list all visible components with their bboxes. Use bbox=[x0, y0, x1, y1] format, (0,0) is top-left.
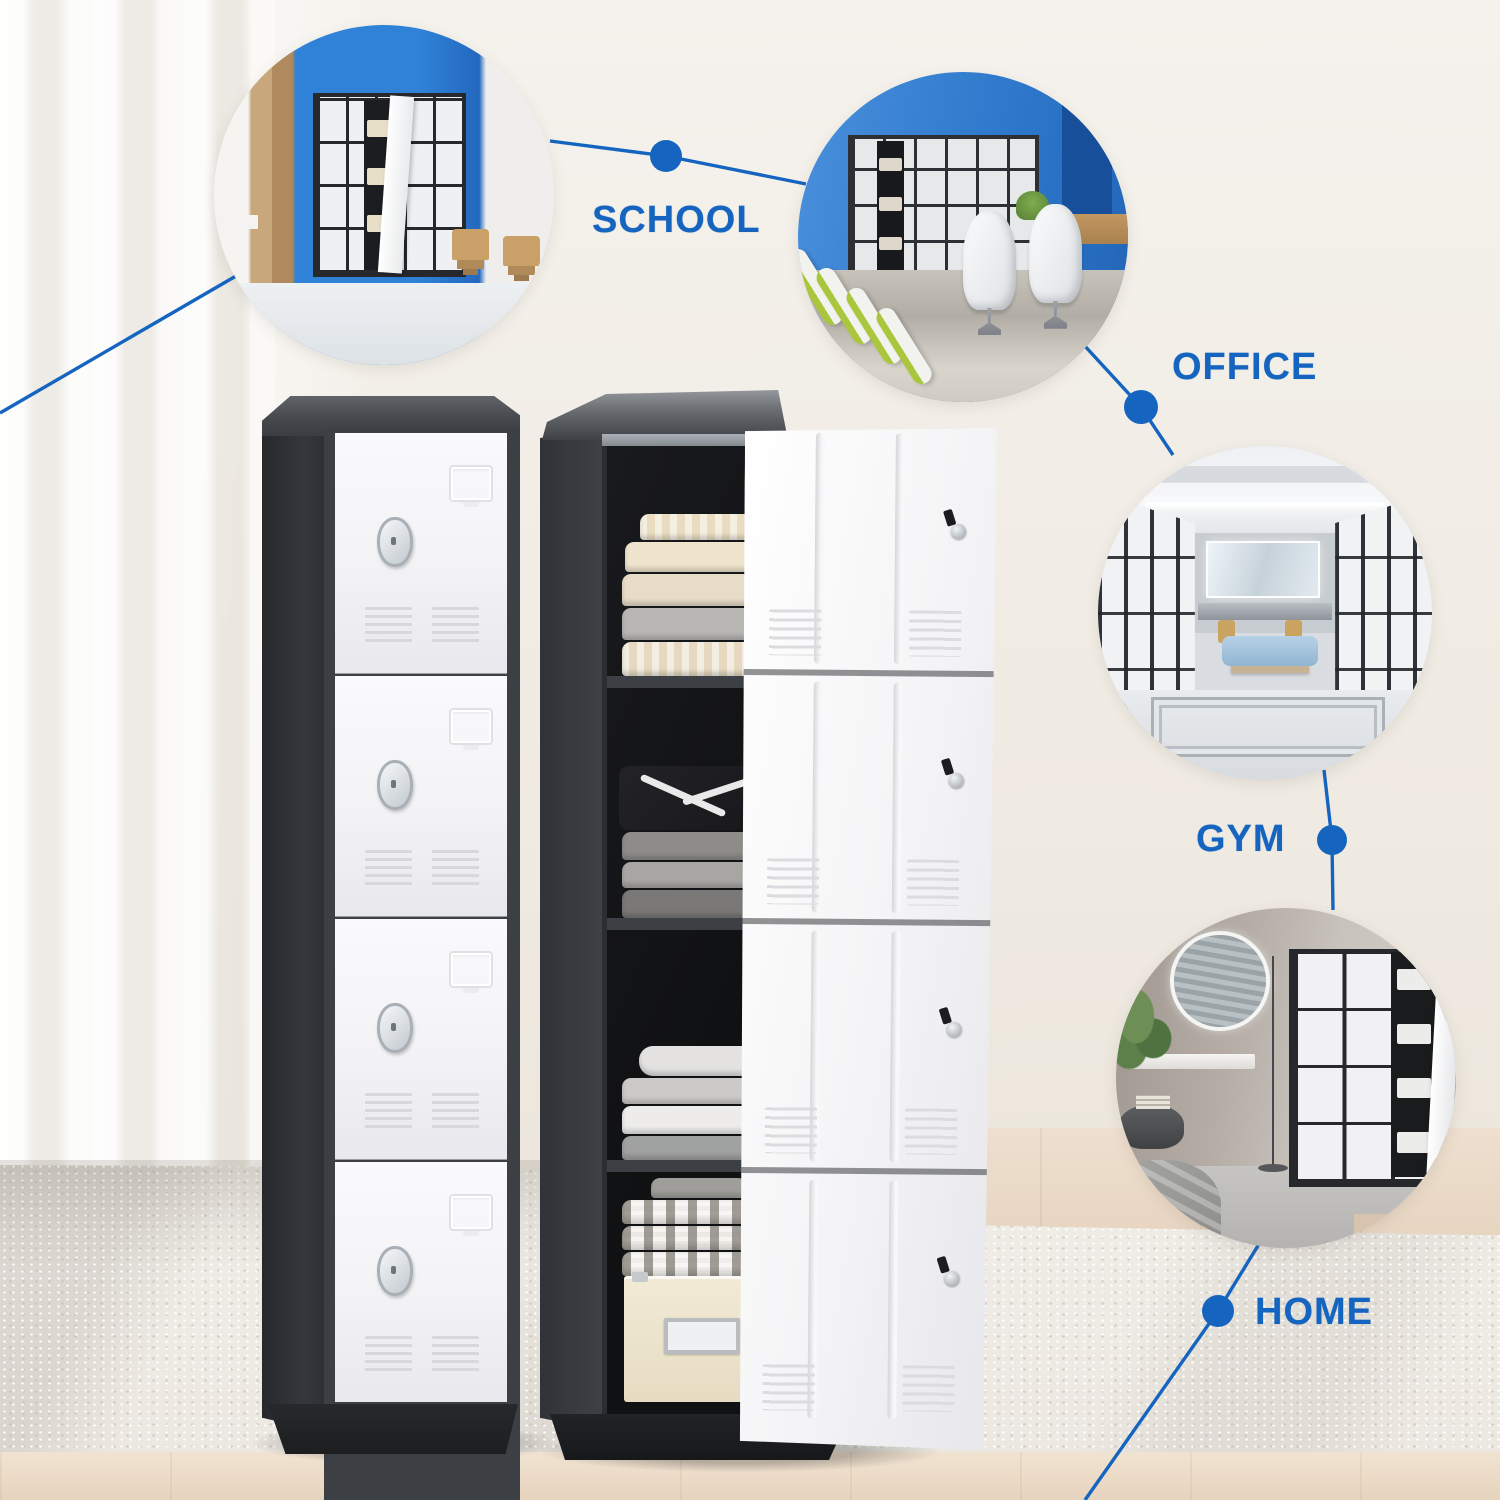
vent-grille bbox=[432, 850, 479, 890]
door-groove bbox=[890, 931, 901, 1162]
gym-locker-wall-right bbox=[1335, 492, 1432, 727]
school-desk bbox=[214, 215, 259, 229]
closed-locker bbox=[262, 396, 520, 1500]
side-table bbox=[1119, 1105, 1184, 1150]
gym-led-strip bbox=[1144, 502, 1386, 506]
vent-grille bbox=[432, 1093, 479, 1133]
vent-grille bbox=[907, 859, 959, 905]
vent-grille bbox=[365, 850, 412, 890]
wooden-chair bbox=[452, 229, 490, 260]
locker-interior-header bbox=[602, 434, 790, 448]
door-section bbox=[736, 1173, 990, 1426]
door-section bbox=[738, 924, 992, 1175]
folded-sweater bbox=[639, 514, 758, 540]
floor-lamp bbox=[1258, 955, 1289, 1173]
folded-clothes bbox=[1396, 1078, 1431, 1099]
vent-grille bbox=[769, 609, 821, 655]
white-office-chair bbox=[963, 210, 1016, 310]
scene-photo-home bbox=[1116, 908, 1456, 1248]
vent-grille bbox=[905, 1108, 957, 1154]
locker-door bbox=[335, 676, 507, 917]
folded-towel bbox=[367, 120, 391, 138]
card-holder bbox=[449, 1194, 493, 1236]
small-towel bbox=[650, 1178, 747, 1198]
lock-with-key-icon bbox=[945, 1271, 960, 1286]
card-holder bbox=[449, 951, 493, 993]
lock-with-key-icon bbox=[947, 1022, 962, 1037]
cam-lock-handle-icon bbox=[377, 1246, 413, 1296]
folded-clothes bbox=[638, 1046, 759, 1076]
locker-front-frame bbox=[324, 428, 520, 1500]
gym-bench bbox=[1221, 636, 1319, 667]
box-corner-clasp bbox=[631, 1272, 648, 1282]
locker-door bbox=[335, 919, 507, 1160]
office-shelf-nook bbox=[1062, 85, 1112, 224]
vent-grille bbox=[365, 607, 412, 647]
gym-ceiling-recess bbox=[1131, 466, 1399, 483]
vent-grille bbox=[909, 610, 961, 656]
folded-towel bbox=[878, 197, 902, 211]
gym-counter bbox=[1198, 602, 1332, 620]
vent-grille bbox=[365, 1093, 412, 1133]
home-label: HOME bbox=[1255, 1291, 1373, 1333]
door-groove bbox=[894, 433, 905, 664]
door-groove bbox=[888, 1180, 899, 1419]
vent-grille bbox=[765, 1107, 817, 1153]
open-locker-door bbox=[736, 426, 997, 1450]
lock-with-key-icon bbox=[951, 524, 966, 539]
folded-clothes bbox=[1396, 1023, 1431, 1044]
card-holder bbox=[449, 465, 493, 507]
school-label: SCHOOL bbox=[592, 199, 761, 241]
locker-side-panel bbox=[262, 416, 324, 1432]
book-stack bbox=[1136, 1095, 1171, 1109]
card-holder bbox=[449, 708, 493, 750]
gym-floor-inlay bbox=[1151, 697, 1385, 757]
locker-base-plinth bbox=[268, 1404, 518, 1454]
locker-door bbox=[335, 433, 507, 674]
home-wood-floor bbox=[1354, 1214, 1456, 1248]
door-groove bbox=[892, 682, 903, 913]
folded-towel bbox=[878, 157, 902, 171]
scene-photo-school bbox=[214, 25, 554, 365]
box-label-plate bbox=[663, 1318, 740, 1354]
scene-photo-office bbox=[798, 72, 1128, 402]
folded-clothes bbox=[1396, 1132, 1431, 1153]
scene-photo-gym bbox=[1098, 446, 1432, 780]
cam-lock-handle-icon bbox=[377, 517, 413, 567]
vent-grille bbox=[767, 858, 819, 904]
folded-clothes bbox=[1396, 969, 1431, 990]
round-mirror bbox=[1173, 935, 1266, 1027]
cam-lock-handle-icon bbox=[377, 760, 413, 810]
lock-with-key-icon bbox=[949, 773, 964, 788]
door-section bbox=[741, 675, 995, 926]
vent-grille bbox=[365, 1336, 412, 1376]
gym-locker-wall-left bbox=[1098, 492, 1195, 727]
locker-door bbox=[335, 1162, 507, 1402]
vent-grille bbox=[762, 1364, 814, 1410]
white-office-chair bbox=[1029, 204, 1082, 303]
cam-lock-handle-icon bbox=[377, 1003, 413, 1053]
office-label: OFFICE bbox=[1172, 346, 1318, 388]
vent-grille bbox=[432, 607, 479, 647]
school-floor bbox=[214, 283, 554, 365]
open-locker bbox=[540, 390, 925, 1460]
door-section bbox=[743, 426, 997, 677]
folded-towel bbox=[878, 237, 902, 251]
house-plant bbox=[1116, 989, 1178, 1078]
gray-ottoman bbox=[1116, 1159, 1222, 1248]
gym-mirror bbox=[1208, 542, 1319, 597]
wooden-chair bbox=[503, 235, 541, 267]
vent-grille bbox=[432, 1336, 479, 1376]
gym-label: GYM bbox=[1196, 818, 1286, 860]
vent-grille bbox=[902, 1365, 954, 1411]
locker-side-panel bbox=[540, 424, 602, 1430]
